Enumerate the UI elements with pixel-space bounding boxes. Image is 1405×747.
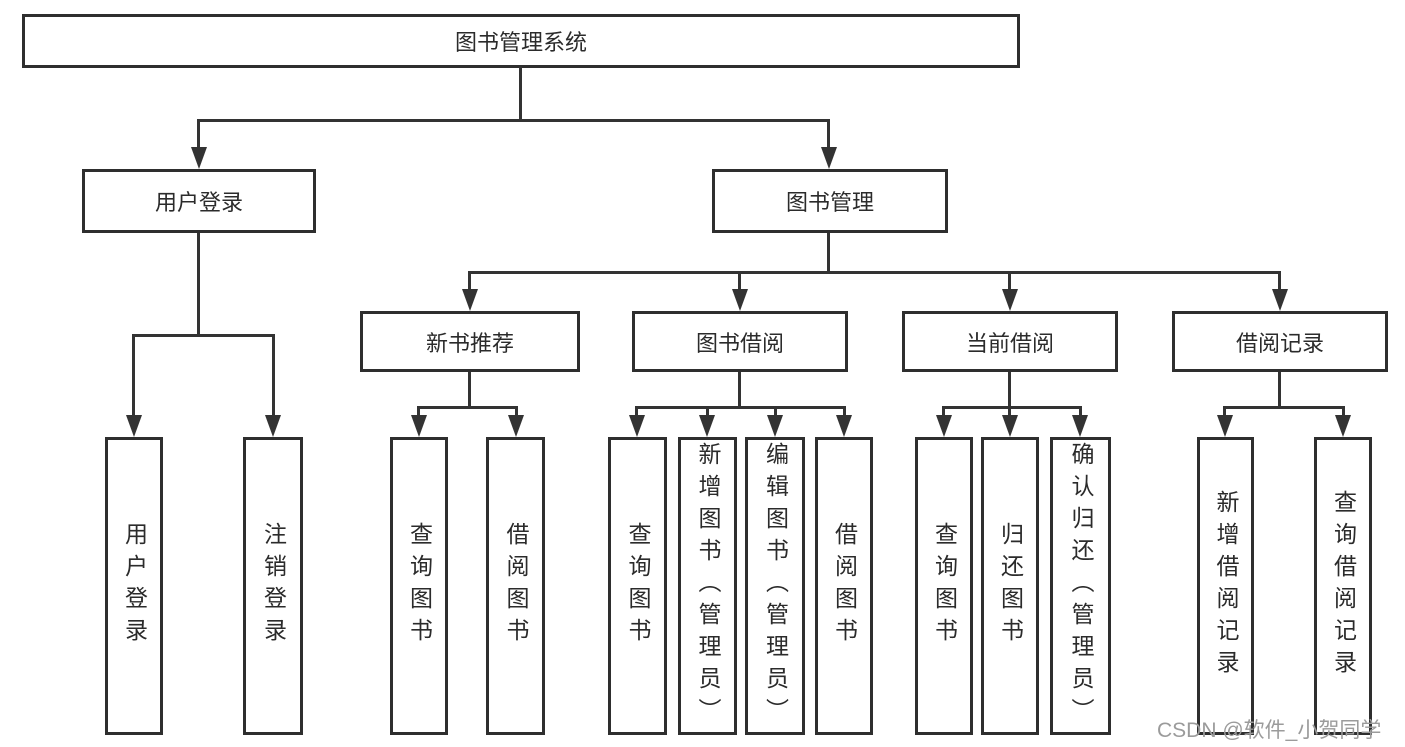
connector-drop-confirm-return xyxy=(1079,406,1082,418)
leaf-query-borrow-record: 查询借阅记录 xyxy=(1314,437,1372,735)
leaf-borrow-book-2: 借阅图书 xyxy=(815,437,873,735)
connector-drop-add-borrow-record xyxy=(1223,406,1226,418)
leaf-return-book: 归还图书 xyxy=(981,437,1039,735)
connector-drop-book-management xyxy=(827,119,830,149)
node-book-borrow: 图书借阅 xyxy=(632,311,848,372)
leaf-borrow-book-2-label: 借阅图书 xyxy=(831,522,858,650)
connector-g4-stem xyxy=(1278,372,1281,409)
arrowhead-leaf-logout xyxy=(265,415,281,437)
connector-drop-add-book-admin xyxy=(706,406,709,418)
arrowhead-edit-book-admin xyxy=(767,415,783,437)
arrowhead-query-book-2 xyxy=(629,415,645,437)
arrowhead-borrow-book-2 xyxy=(836,415,852,437)
connector-g1-stem xyxy=(468,372,471,409)
connector-g2-branch xyxy=(635,406,846,409)
connector-drop-query-book-2 xyxy=(635,406,638,418)
leaf-query-borrow-record-label: 查询借阅记录 xyxy=(1330,490,1357,682)
connector-book-branch xyxy=(468,271,1281,274)
leaf-query-book-2: 查询图书 xyxy=(608,437,667,735)
arrowhead-confirm-return xyxy=(1072,415,1088,437)
connector-drop-leaf-logout xyxy=(272,334,275,416)
arrowhead-query-borrow-record xyxy=(1335,415,1351,437)
leaf-query-book-1: 查询图书 xyxy=(390,437,448,735)
node-root: 图书管理系统 xyxy=(22,14,1020,68)
leaf-logout: 注销登录 xyxy=(243,437,303,735)
connector-drop-user-login xyxy=(197,119,200,149)
leaf-add-borrow-record-label: 新增借阅记录 xyxy=(1213,490,1239,682)
leaf-query-book-1-label: 查询图书 xyxy=(406,522,433,650)
arrowhead-borrow-records xyxy=(1272,289,1288,311)
leaf-user-login-label: 用户登录 xyxy=(121,522,148,650)
node-current-borrow: 当前借阅 xyxy=(902,311,1118,372)
connector-user-branch xyxy=(132,334,275,337)
leaf-query-book-2-label: 查询图书 xyxy=(625,522,651,650)
arrowhead-leaf-user-login xyxy=(126,415,142,437)
arrowhead-query-book-1 xyxy=(411,415,427,437)
connector-g3-stem xyxy=(1008,372,1011,409)
arrowhead-add-borrow-record xyxy=(1217,415,1233,437)
connector-root-branch xyxy=(197,119,830,122)
node-book-management-label: 图书管理 xyxy=(785,190,874,215)
node-borrow-records: 借阅记录 xyxy=(1172,311,1388,372)
leaf-confirm-return-admin: 确认归还（管理员） xyxy=(1050,437,1111,735)
leaf-confirm-return-admin-label: 确认归还（管理员） xyxy=(1068,442,1094,730)
node-user-login: 用户登录 xyxy=(82,169,316,233)
connector-drop-borrow-records xyxy=(1278,271,1281,291)
connector-drop-query-borrow-record xyxy=(1342,406,1345,418)
connector-g4-branch xyxy=(1223,406,1345,409)
connector-drop-return-book xyxy=(1008,406,1011,418)
connector-drop-leaf-user-login xyxy=(132,334,135,416)
node-borrow-records-label: 借阅记录 xyxy=(1235,330,1324,356)
node-new-book-recommend: 新书推荐 xyxy=(360,311,580,372)
arrowhead-book-management xyxy=(821,147,837,169)
leaf-add-book-admin: 新增图书（管理员） xyxy=(678,437,737,735)
arrowhead-query-book-3 xyxy=(936,415,952,437)
arrowhead-return-book xyxy=(1002,415,1018,437)
connector-g3-branch xyxy=(942,406,1082,409)
leaf-edit-book-admin: 编辑图书（管理员） xyxy=(745,437,805,735)
connector-user-stem xyxy=(197,233,200,337)
csdn-watermark: CSDN @软件_小贺同学 xyxy=(1157,719,1382,742)
arrowhead-current-borrow xyxy=(1002,289,1018,311)
connector-drop-borrow-book-2 xyxy=(843,406,846,418)
connector-g1-branch xyxy=(417,406,518,409)
connector-drop-edit-book-admin xyxy=(774,406,777,418)
node-new-book-recommend-label: 新书推荐 xyxy=(425,330,514,356)
leaf-return-book-label: 归还图书 xyxy=(997,522,1024,650)
leaf-logout-label: 注销登录 xyxy=(260,522,287,650)
connector-drop-book-borrow xyxy=(738,271,741,291)
connector-drop-query-book-3 xyxy=(942,406,945,418)
connector-drop-borrow-book-1 xyxy=(515,406,518,418)
node-user-login-label: 用户登录 xyxy=(154,190,243,215)
connector-drop-current-borrow xyxy=(1008,271,1011,291)
leaf-borrow-book-1-label: 借阅图书 xyxy=(503,522,529,650)
arrowhead-borrow-book-1 xyxy=(508,415,524,437)
arrowhead-book-borrow xyxy=(732,289,748,311)
connector-drop-new-book-recommend xyxy=(468,271,471,291)
arrowhead-user-login xyxy=(191,147,207,169)
leaf-user-login: 用户登录 xyxy=(105,437,163,735)
connector-drop-query-book-1 xyxy=(417,406,420,418)
leaf-add-borrow-record: 新增借阅记录 xyxy=(1197,437,1254,735)
connector-book-stem xyxy=(827,233,830,274)
node-book-borrow-label: 图书借阅 xyxy=(695,330,784,356)
leaf-edit-book-admin-label: 编辑图书（管理员） xyxy=(762,442,789,730)
leaf-add-book-admin-label: 新增图书（管理员） xyxy=(695,442,721,730)
arrowhead-new-book-recommend xyxy=(462,289,478,311)
node-current-borrow-label: 当前借阅 xyxy=(965,330,1054,356)
connector-g2-stem xyxy=(738,372,741,409)
node-root-label: 图书管理系统 xyxy=(454,30,587,55)
connector-root-stem xyxy=(519,67,522,121)
node-book-management: 图书管理 xyxy=(712,169,948,233)
leaf-query-book-3-label: 查询图书 xyxy=(931,522,958,650)
leaf-borrow-book-1: 借阅图书 xyxy=(486,437,545,735)
arrowhead-add-book-admin xyxy=(699,415,715,437)
leaf-query-book-3: 查询图书 xyxy=(915,437,973,735)
